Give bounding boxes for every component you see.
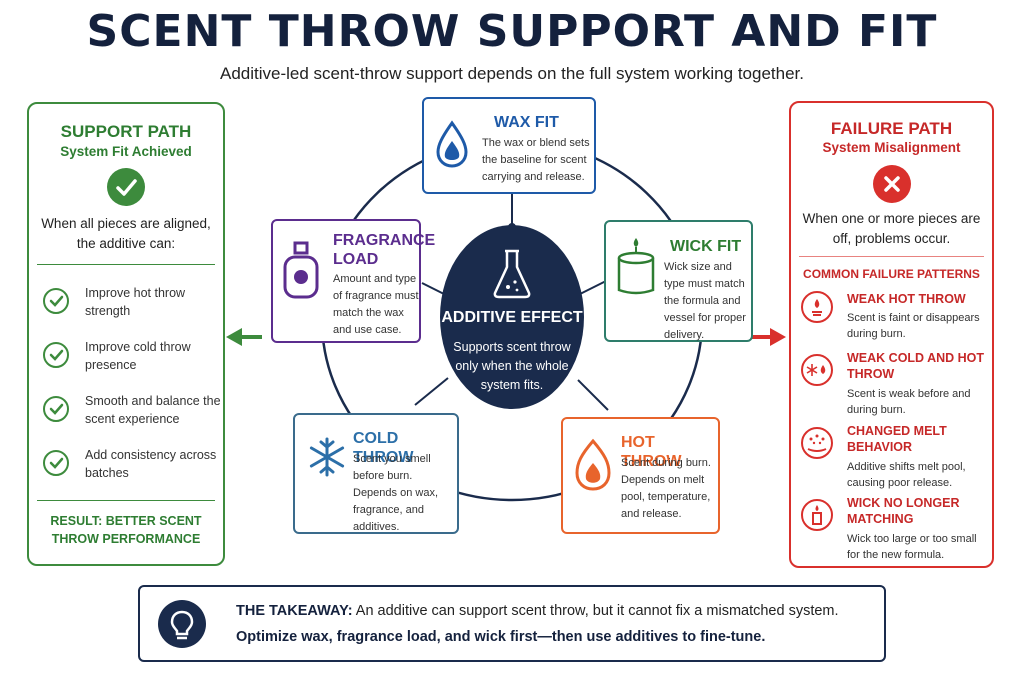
wick-fit-text: Wick size and type must match the formul… [664, 261, 746, 341]
lightbulb-icon [158, 600, 206, 648]
wax-fit-box: WAX FIT The wax or blend sets the baseli… [422, 97, 596, 194]
cold-throw-text: Scent you smell before burn. Depends on … [353, 453, 438, 533]
failure-pattern-text: Wick too large or too small for the new … [847, 533, 977, 561]
fragrance-load-title: FRAGRANCE LOAD [333, 232, 436, 268]
failure-pattern-title: WEAK HOT THROW [847, 292, 966, 306]
snowflake-icon [307, 437, 347, 482]
support-result: RESULT: BETTER SCENT THROW PERFORMANCE [50, 514, 202, 546]
failure-patterns-title: COMMON FAILURE PATTERNS [803, 267, 980, 281]
page-title: SCENT THROW SUPPORT AND FIT [86, 6, 938, 57]
page-subtitle: Additive-led scent-throw support depends… [220, 64, 804, 83]
hot-throw-box: HOT THROW Scent during burn. Depends on … [561, 417, 720, 534]
candle-wick-icon [801, 499, 833, 531]
failure-path-subtitle: System Misalignment [822, 140, 961, 155]
checkmark-icon [43, 288, 69, 314]
hot-throw-text: Scent during burn. Depends on melt pool,… [621, 457, 711, 520]
takeaway-box: THE TAKEAWAY: An additive can support sc… [138, 585, 886, 662]
additive-effect-title: ADDITIVE EFFECT [441, 309, 583, 326]
flame-icon [571, 437, 615, 498]
support-divider-top [37, 264, 215, 265]
hot-throw-title: HOT THROW [621, 434, 682, 470]
support-divider-bottom [37, 500, 215, 501]
support-item-label: Improve hot throw strength [85, 286, 186, 318]
failure-path-panel: FAILURE PATH System Misalignment When on… [789, 101, 994, 568]
melt-pool-icon [801, 427, 833, 459]
failure-pattern-title: WEAK COLD AND HOT THROW [847, 351, 985, 381]
support-path-subtitle: System Fit Achieved [60, 144, 192, 159]
support-intro: When all pieces are aligned, the additiv… [41, 216, 211, 251]
check-circle-icon [107, 168, 145, 206]
checkmark-icon [43, 450, 69, 476]
failure-pattern-title: CHANGED MELT BEHAVIOR [847, 424, 947, 454]
checkmark-icon [43, 342, 69, 368]
wax-fit-title: WAX FIT [494, 114, 559, 131]
takeaway-line2: Optimize wax, fragrance load, and wick f… [236, 629, 766, 645]
support-item: Smooth and balance the scent experience [43, 392, 223, 432]
fragrance-load-text: Amount and type of fragrance must match … [333, 273, 419, 336]
x-circle-icon [873, 165, 911, 203]
wax-fit-text: The wax or blend sets the baseline for s… [482, 137, 590, 183]
cold-throw-box: COLD THROW Scent you smell before burn. … [293, 413, 459, 534]
additive-effect-hub: ADDITIVE EFFECT Supports scent throw onl… [440, 225, 584, 409]
checkmark-icon [43, 396, 69, 422]
support-item-label: Add consistency across batches [85, 448, 217, 480]
support-item: Add consistency across batches [43, 446, 223, 486]
support-item-label: Improve cold throw presence [85, 340, 191, 372]
support-path-title: SUPPORT PATH [60, 122, 192, 141]
failure-path-title: FAILURE PATH [830, 119, 953, 138]
fragrance-load-box: FRAGRANCE LOAD Amount and type of fragra… [271, 219, 436, 343]
flask-icon [490, 247, 534, 306]
support-item: Improve cold throw presence [43, 338, 223, 378]
takeaway-line1: THE TAKEAWAY: An additive can support sc… [236, 603, 839, 619]
failure-intro: When one or more pieces are off, problem… [802, 211, 981, 246]
cold-throw-title: COLD THROW [353, 430, 414, 466]
failure-pattern-text: Additive shifts melt pool, causing poor … [847, 461, 966, 489]
support-item-label: Smooth and balance the scent experience [85, 394, 221, 426]
wick-fit-box: WICK FIT Wick size and type must match t… [604, 220, 753, 342]
snowflake-drop-icon [801, 354, 833, 386]
failure-pattern-text: Scent is faint or disappears during burn… [847, 312, 980, 340]
additive-effect-text: Supports scent throw only when the whole… [453, 340, 571, 392]
right-arrow [752, 328, 786, 346]
failure-divider [799, 256, 984, 257]
flame-candle-icon [801, 291, 833, 323]
failure-pattern-text: Scent is weak before and during burn. [847, 388, 971, 416]
left-arrow [226, 328, 262, 346]
support-item: Improve hot throw strength [43, 284, 223, 324]
support-path-panel: SUPPORT PATH System Fit Achieved When al… [27, 102, 225, 566]
wick-fit-title: WICK FIT [670, 238, 742, 255]
takeaway-text: An additive can support scent throw, but… [355, 603, 839, 619]
candle-jar-icon [614, 236, 658, 303]
failure-pattern-title: WICK NO LONGER MATCHING [847, 496, 960, 526]
spoke-lines [414, 192, 609, 411]
takeaway-label: THE TAKEAWAY: [236, 603, 353, 619]
perfume-bottle-icon [279, 239, 323, 308]
wax-drop-icon [432, 119, 472, 174]
